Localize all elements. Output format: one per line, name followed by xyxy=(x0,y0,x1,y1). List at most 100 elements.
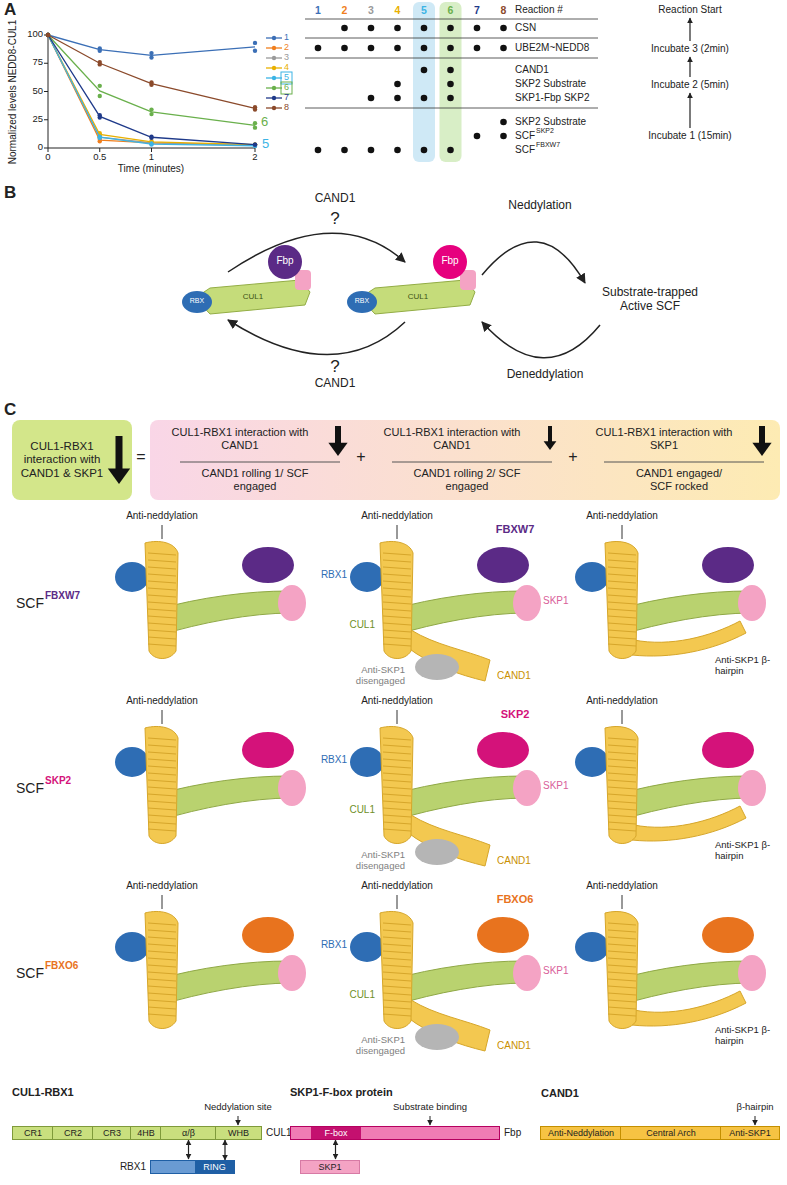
binding-arrow xyxy=(335,1140,336,1159)
site-label: β-hairpin xyxy=(736,1102,773,1113)
legend-label: 3 xyxy=(284,52,289,62)
reaction-number: 4 xyxy=(395,4,401,16)
row-label: SKP2 Substrate xyxy=(515,116,586,128)
node-text: CUL1-RBX1 interaction with SKP1 xyxy=(584,426,744,451)
operator: + xyxy=(356,448,365,466)
series-label: 6 xyxy=(261,115,268,130)
site-label: Substrate binding xyxy=(393,1102,467,1113)
structure-label: Anti-neddylation xyxy=(361,510,433,522)
node-text: CR1 xyxy=(24,1128,42,1138)
row-label: CAND1 xyxy=(515,64,549,76)
structure-label: CUL1 xyxy=(349,804,375,816)
node-text: CUL1-RBX1 interaction with CAND1 & SKP1 xyxy=(18,440,106,480)
domain-segment: CR2 xyxy=(53,1127,93,1139)
question-mark: ? xyxy=(330,357,339,377)
cryo-em-map xyxy=(115,525,306,659)
domain-segment: Anti-Neddylation xyxy=(541,1127,621,1139)
binding-arrow xyxy=(188,1140,189,1159)
node-text: CR3 xyxy=(103,1128,121,1138)
reaction-number: 6 xyxy=(448,4,454,16)
node-text: Fbp xyxy=(504,1127,521,1139)
reaction-number: 8 xyxy=(501,4,507,16)
node-text: F-box xyxy=(324,1128,347,1138)
domain-bar: FbpF-box xyxy=(290,1126,500,1140)
question-mark: ? xyxy=(330,209,339,229)
reaction-number: 3 xyxy=(368,4,374,16)
legend-swatch xyxy=(266,53,282,63)
structure-label: Anti-neddylation xyxy=(126,510,198,522)
row-label: SCF xyxy=(515,144,535,156)
node-text: CUL1 xyxy=(266,1127,292,1139)
structure-label: Anti-SKP1 disengaged xyxy=(347,665,405,687)
subunit-label: RBX xyxy=(190,297,204,305)
domain-segment: CR3 xyxy=(93,1127,131,1139)
superscript: SKP2 xyxy=(45,775,71,787)
series-label: 5 xyxy=(262,137,269,152)
structure-label: SKP2 xyxy=(501,708,530,721)
tick-label: 1 xyxy=(149,152,154,163)
cryo-em-map xyxy=(575,710,766,844)
legend-swatch xyxy=(266,93,282,103)
legend-label: 5 xyxy=(284,72,289,82)
node-text: CUL1-RBX1 interaction with CAND1 xyxy=(160,426,320,451)
legend-swatch xyxy=(266,83,282,93)
subunit-label: CUL1 xyxy=(243,292,263,301)
domain-bar: RBX1RING xyxy=(150,1160,235,1174)
tick-label: 0.5 xyxy=(93,152,106,163)
node-text: α/β xyxy=(182,1128,195,1138)
axis-title: Time (minutes) xyxy=(118,163,184,175)
structure-label: Anti-SKP1 disengaged xyxy=(347,1035,405,1057)
domain-segment: CR1 xyxy=(13,1127,53,1139)
reaction-table xyxy=(305,2,690,162)
structure-label: Anti-neddylation xyxy=(586,695,658,707)
node-text: Central Arch xyxy=(646,1128,696,1138)
decoration xyxy=(12,420,132,500)
node-text: CAND1 rolling 1/ SCF engaged xyxy=(200,467,310,492)
node-text: CAND1 xyxy=(541,1087,579,1100)
node-text: CAND1 engaged/ SCF rocked xyxy=(624,467,734,492)
step-label: Incubate 1 (15min) xyxy=(648,130,731,142)
cryo-em-map xyxy=(575,525,766,659)
node-text: RBX1 xyxy=(120,1161,146,1173)
domain-bar: CAND1Anti-NeddylationCentral ArchAnti-SK… xyxy=(540,1126,780,1140)
subunit-label: Fbp xyxy=(441,255,458,267)
domain-segment: Anti-SKP1 xyxy=(721,1127,779,1139)
legend-label: 6 xyxy=(284,82,289,92)
row-label: UBE2M~NEDD8 xyxy=(515,42,589,54)
cycle-arrows xyxy=(228,233,600,357)
scf-cartoon xyxy=(182,245,311,314)
scf-cartoon xyxy=(347,245,476,314)
complex-name: SCF xyxy=(16,965,44,981)
legend-swatch xyxy=(266,43,282,53)
cryo-em-map xyxy=(350,525,541,681)
structure-label: CUL1 xyxy=(349,619,375,631)
structure-label: Anti-neddylation xyxy=(586,510,658,522)
tick-label: 75 xyxy=(32,57,43,68)
structure-label: FBXO6 xyxy=(497,893,534,906)
legend-label: 2 xyxy=(284,42,289,52)
node-text: Anti-Neddylation xyxy=(548,1128,614,1138)
node-text: RING xyxy=(203,1162,226,1172)
structure-label: RBX1 xyxy=(321,939,347,951)
legend-label: 4 xyxy=(284,62,289,72)
tick-label: 100 xyxy=(27,29,43,40)
cryo-em-map xyxy=(115,710,306,844)
row-label: SKP2 Substrate xyxy=(515,78,586,90)
cryo-em-map xyxy=(350,895,541,1051)
domain-segment: RING xyxy=(195,1161,234,1173)
domain-segment: α/β xyxy=(161,1127,216,1139)
tick-label: 25 xyxy=(32,114,43,125)
node-text: CUL1-RBX1 interaction with CAND1 xyxy=(372,426,532,451)
superscript: FBXO6 xyxy=(45,960,78,972)
structure-label: RBX1 xyxy=(321,569,347,581)
structure-label: Anti-SKP1 β-hairpin xyxy=(715,655,773,677)
tick-label: 0 xyxy=(38,142,43,153)
interaction-band: CUL1-RBX1 interaction with CAND1CAND1 ro… xyxy=(150,420,780,500)
process-label: Deneddylation xyxy=(507,368,584,382)
operator: = xyxy=(136,448,145,466)
structure-label: CUL1 xyxy=(349,989,375,1001)
process-label: Neddylation xyxy=(508,199,571,213)
subunit-label: CUL1 xyxy=(408,292,428,301)
